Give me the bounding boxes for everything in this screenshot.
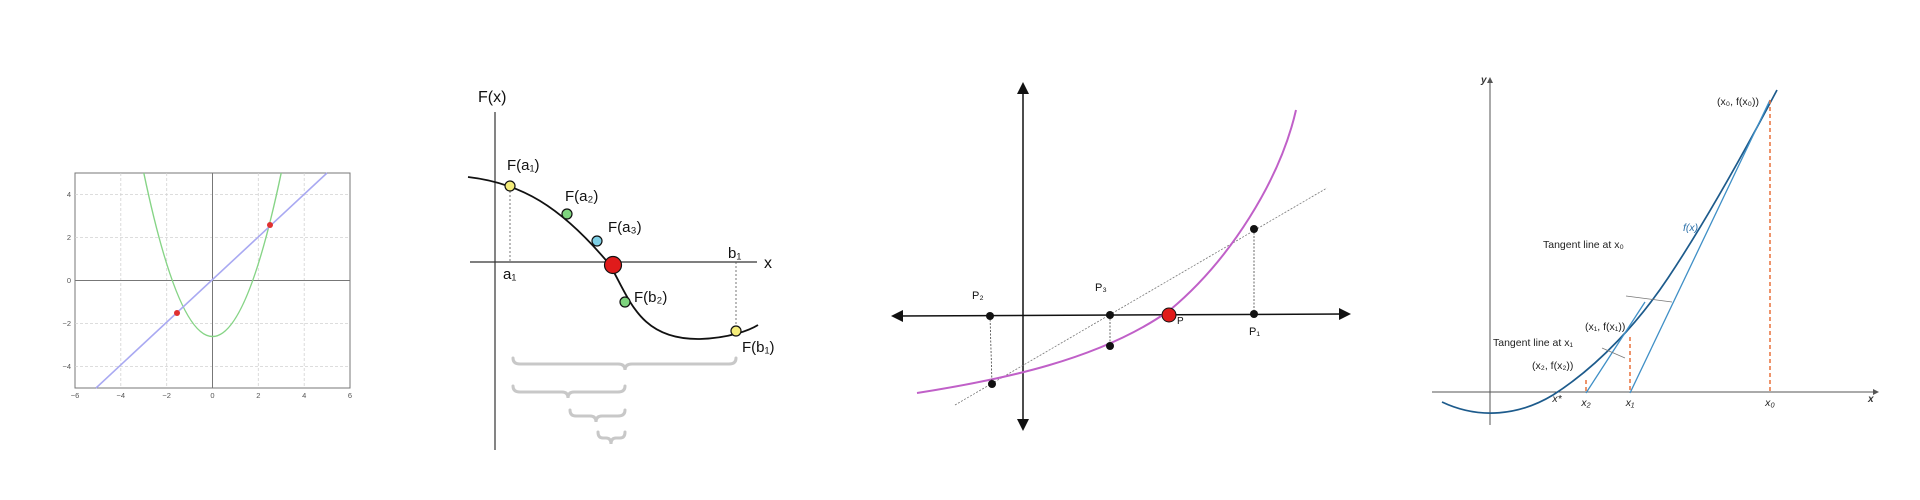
brace-1 — [511, 356, 738, 371]
curve-point — [988, 380, 996, 388]
label-tangent-x1: Tangent line at x₁ — [1493, 337, 1573, 349]
label-p3: P₃ — [1095, 282, 1107, 294]
x-axis-label: x — [764, 255, 772, 272]
interval-braces — [511, 356, 738, 445]
x-tick: −2 — [162, 391, 171, 400]
y-tick: 0 — [67, 276, 71, 285]
label-p2: P₂ — [972, 290, 984, 302]
panel-parabola-line: −6 −4 −2 0 2 4 6 4 2 0 −2 −4 — [62, 172, 352, 400]
curve-point — [1250, 225, 1258, 233]
point-p3 — [1106, 311, 1114, 319]
label-point-x0: (x₀, f(x₀)) — [1717, 96, 1759, 108]
label-fa3: F(a₃) — [608, 219, 642, 236]
x-axis — [891, 308, 1351, 322]
x-axis-label: x — [1867, 394, 1874, 405]
point-fa3 — [591, 235, 603, 247]
label-p1: P₁ — [1249, 326, 1260, 338]
label-fa1: F(a₁) — [507, 157, 540, 174]
intersection-point — [267, 222, 273, 228]
iteration-points — [986, 225, 1258, 388]
label-tangent-x0: Tangent line at x₀ — [1543, 239, 1624, 251]
intersection-point — [174, 310, 180, 316]
function-curve — [1441, 89, 1778, 414]
label-point-x2: (x₂, f(x₂)) — [1532, 360, 1573, 372]
label-p: P — [1177, 316, 1184, 327]
function-curve — [916, 109, 1297, 394]
x-tick: 6 — [348, 391, 352, 400]
brace-3 — [568, 408, 627, 423]
label-fb2: F(b₂) — [634, 289, 667, 306]
tick-xstar: x* — [1551, 393, 1562, 405]
brace-2 — [511, 384, 627, 399]
point-fb2 — [619, 296, 631, 308]
label-point-x1: (x₁, f(x₁)) — [1585, 321, 1625, 333]
curve-point — [1106, 342, 1114, 350]
point-fa2 — [561, 208, 573, 220]
iteration-guides — [989, 229, 1255, 385]
x-tick: 2 — [256, 391, 260, 400]
parabola-curve — [143, 172, 282, 337]
y-tick: −2 — [62, 319, 71, 328]
tick-x0: x₀ — [1764, 397, 1775, 409]
line-curve — [95, 172, 328, 389]
x-tick: −6 — [71, 391, 80, 400]
diagonal-line — [954, 187, 1328, 406]
y-axis-label: y — [1480, 75, 1487, 86]
root-point — [603, 255, 623, 275]
callout-x1 — [1601, 347, 1626, 359]
y-tick: −4 — [62, 362, 71, 371]
brace-4 — [596, 430, 627, 445]
panel-newton: y x (x₀, f(x₀)) Tangent line at x₀ (x₁, … — [1432, 75, 1879, 425]
point-p2 — [986, 312, 994, 320]
label-b1: b₁ — [728, 245, 741, 262]
function-curve — [467, 176, 759, 340]
label-fb1: F(b₁) — [742, 339, 775, 356]
x-tick: 0 — [210, 391, 214, 400]
tangent-line-x0 — [1629, 99, 1771, 394]
y-tick: 2 — [67, 233, 71, 242]
y-axis-label: F(x) — [478, 89, 506, 106]
panel-fixed-point: P₂ P₃ P₁ P — [891, 82, 1351, 431]
point-fb1 — [730, 325, 742, 337]
callout-x0 — [1625, 295, 1673, 303]
panel-bisection: F(x) x F(a₁) F(a₂) F(a₃) F(b₂) F(b₁) a₁ … — [467, 89, 775, 450]
point-fa1 — [504, 180, 516, 192]
point-p1 — [1250, 310, 1258, 318]
fixed-point — [1161, 307, 1177, 323]
x-tick: 4 — [302, 391, 306, 400]
tick-x1: x₁ — [1625, 397, 1635, 409]
label-a1: a₁ — [503, 266, 516, 283]
y-tick: 4 — [67, 190, 71, 199]
label-fx: f(x) — [1683, 222, 1698, 234]
tangent-line-x1 — [1585, 301, 1646, 394]
guide-lines — [1585, 100, 1771, 392]
label-fa2: F(a₂) — [565, 188, 598, 205]
tick-x2: x₂ — [1580, 397, 1590, 409]
x-tick: −4 — [117, 391, 126, 400]
